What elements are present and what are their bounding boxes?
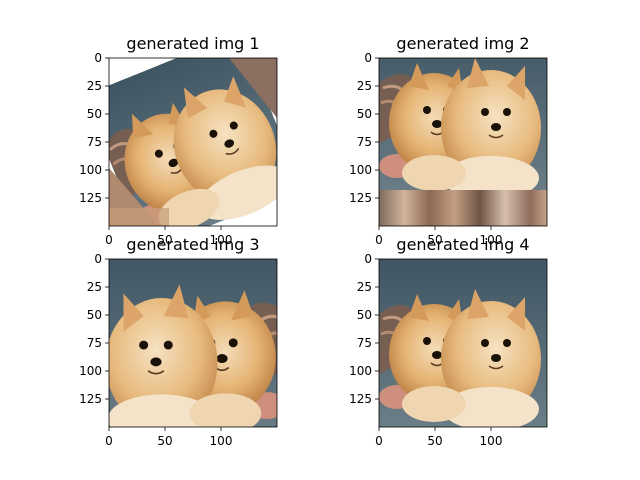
y-tick-label: 100: [79, 163, 102, 177]
y-tick-label: 125: [349, 392, 372, 406]
panel-4: generated img 4: [378, 235, 548, 428]
panel-1-image: [109, 58, 277, 226]
y-tick-label: 75: [357, 336, 372, 350]
y-tick-label: 25: [357, 79, 372, 93]
y-tick-label: 125: [79, 191, 102, 205]
y-tick-label: 100: [79, 364, 102, 378]
x-tick-label: 50: [157, 434, 172, 448]
panel-2-title: generated img 2: [396, 34, 529, 53]
panel-4-image: [379, 259, 547, 427]
y-tick-label: 50: [357, 308, 372, 322]
panel-3: generated img 3: [108, 235, 278, 428]
y-tick-label: 25: [87, 79, 102, 93]
y-tick-label: 75: [87, 135, 102, 149]
y-tick-label: 50: [357, 107, 372, 121]
panel-4-title: generated img 4: [396, 235, 529, 254]
panel-2-image: [379, 58, 547, 226]
x-tick-label: 0: [105, 434, 113, 448]
y-tick-label: 50: [87, 308, 102, 322]
y-tick-label: 100: [349, 364, 372, 378]
y-tick-label: 50: [87, 107, 102, 121]
panel-1: generated img 1: [108, 34, 278, 227]
x-tick-label: 100: [480, 434, 503, 448]
y-tick-label: 75: [87, 336, 102, 350]
y-tick-label: 75: [357, 135, 372, 149]
y-tick-label: 0: [94, 51, 102, 65]
y-tick-label: 25: [87, 280, 102, 294]
y-tick-label: 125: [79, 392, 102, 406]
y-tick-label: 100: [349, 163, 372, 177]
y-tick-label: 125: [349, 191, 372, 205]
x-tick-label: 100: [480, 233, 503, 247]
x-tick-label: 50: [427, 233, 442, 247]
panel-3-title: generated img 3: [126, 235, 259, 254]
x-tick-label: 100: [210, 434, 233, 448]
y-tick-label: 0: [364, 252, 372, 266]
panel-1-title: generated img 1: [126, 34, 259, 53]
y-tick-label: 0: [94, 252, 102, 266]
x-tick-label: 50: [157, 233, 172, 247]
panel-3-image: [109, 259, 277, 427]
x-tick-label: 100: [210, 233, 233, 247]
axis-ticks: 0 50 100 0 25 50 75 100 125 0 50 100 0 25 50 75 100 125 0 5…: [79, 51, 502, 448]
y-tick-label: 25: [357, 280, 372, 294]
panel-2: generated img 2: [378, 34, 548, 227]
x-tick-label: 0: [375, 233, 383, 247]
y-tick-label: 0: [364, 51, 372, 65]
x-tick-label: 0: [105, 233, 113, 247]
x-tick-label: 0: [375, 434, 383, 448]
x-tick-label: 50: [427, 434, 442, 448]
